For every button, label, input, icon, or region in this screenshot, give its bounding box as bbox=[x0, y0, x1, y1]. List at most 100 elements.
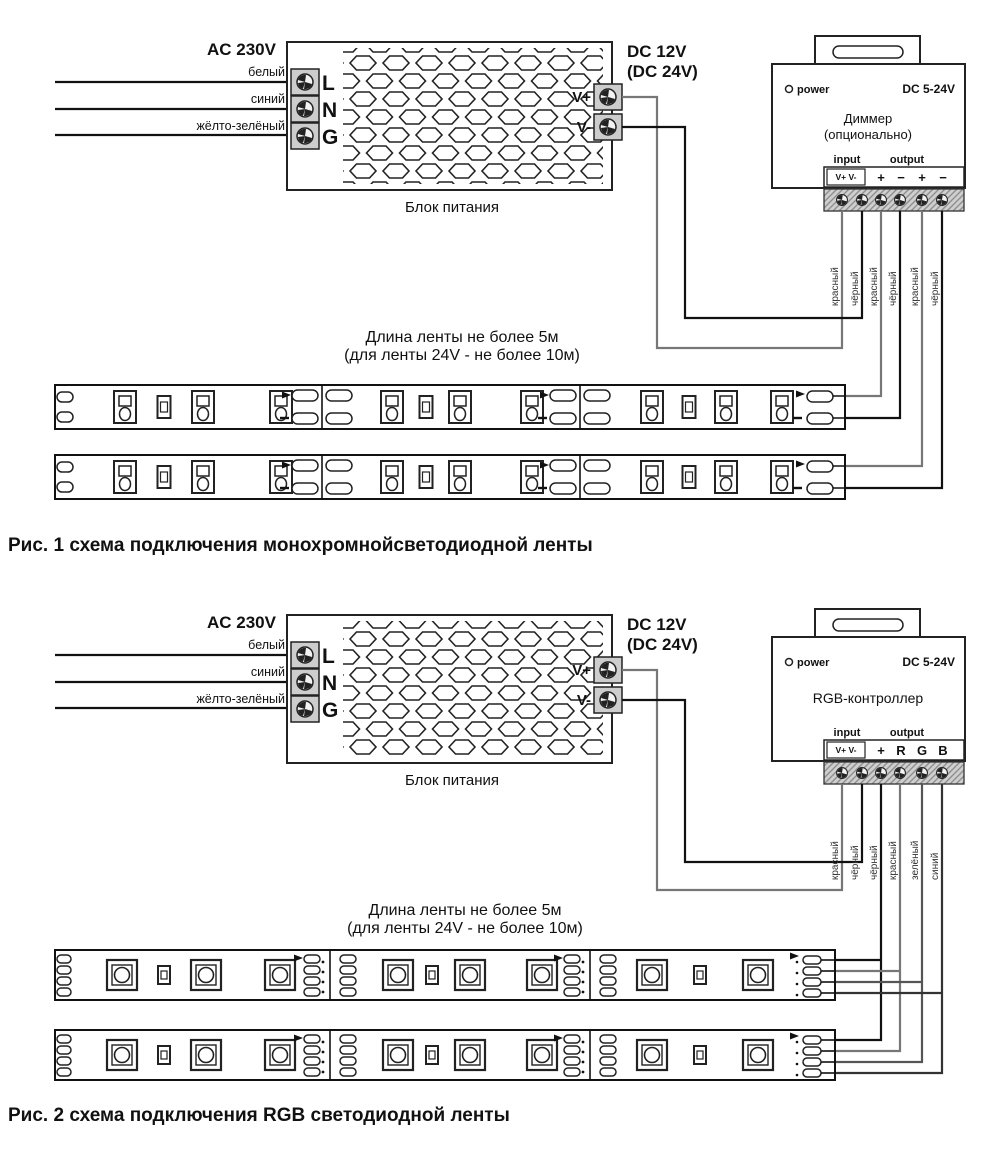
psu-name: Блок питания bbox=[405, 199, 499, 216]
power-led-icon-2 bbox=[784, 657, 794, 667]
terminal-N-screw-2 bbox=[291, 669, 319, 695]
controller-name: RGB-контроллер bbox=[813, 690, 924, 706]
terminal-N-label: N bbox=[322, 99, 337, 122]
input-label: input bbox=[834, 154, 861, 166]
out-term-R: R bbox=[896, 743, 906, 758]
figure-2-rgb-diagram: AC 230V белый синий жёлто-зелёный L N G … bbox=[8, 608, 966, 1126]
wire-label-yellow-green: жёлто-зелёный bbox=[196, 119, 285, 133]
strip-note-line2: (для ленты 24V - не более 10м) bbox=[344, 347, 580, 364]
terminal-G-label: G bbox=[322, 126, 338, 149]
dimmer-name: Диммер bbox=[844, 111, 892, 126]
dc-voltage-label-2: (DC 24V) bbox=[627, 62, 698, 81]
ac-input-wires bbox=[55, 80, 291, 137]
wire-color-2: чёрный bbox=[850, 271, 861, 306]
wire-out-blue bbox=[835, 784, 944, 1075]
power-label: power bbox=[797, 84, 830, 96]
wire-label-white: белый bbox=[248, 65, 285, 79]
dc-range-label-2: DC 5-24V bbox=[902, 655, 955, 669]
terminal-L-label-2: L bbox=[322, 645, 335, 668]
out-term-3: + bbox=[918, 170, 926, 185]
wire-color-6: чёрный bbox=[930, 271, 941, 306]
wire-color-1: красный bbox=[830, 267, 841, 306]
psu-vplus-screw-2 bbox=[594, 657, 622, 683]
dc-voltage-label-2b: (DC 24V) bbox=[627, 635, 698, 654]
figure2-caption: Рис. 2 схема подключения RGB светодиодно… bbox=[8, 1105, 510, 1126]
screw-terminal-block bbox=[823, 188, 965, 212]
psu-vplus-label-2: V+ bbox=[572, 662, 591, 679]
input-label-2: input bbox=[834, 727, 861, 739]
wire-color-4: чёрный bbox=[888, 271, 899, 306]
wire-color-2-5: зелёный bbox=[910, 841, 921, 880]
mono-led-strip-1 bbox=[54, 384, 846, 430]
rgb-controller-box: power DC 5-24V RGB-контроллер input outp… bbox=[771, 608, 966, 785]
dc-voltage-label-1: DC 12V bbox=[627, 42, 687, 61]
out-term-plus: + bbox=[877, 743, 885, 758]
wire-vplus-red bbox=[622, 95, 844, 350]
vent-grille bbox=[343, 48, 603, 184]
ac-voltage-label: AC 230V bbox=[207, 40, 277, 59]
figure-1-monochrome-diagram: AC 230V белый синий жёлто-зелёный L N G … bbox=[8, 35, 966, 556]
out-term-1: + bbox=[877, 170, 885, 185]
wire-vplus-red-2 bbox=[622, 668, 844, 892]
ac-voltage-label-2: AC 230V bbox=[207, 613, 277, 632]
terminal-G-screw-2 bbox=[291, 696, 319, 722]
wire-out4-black bbox=[845, 211, 944, 490]
terminal-N-screw bbox=[291, 96, 319, 122]
psu-vminus-label: V- bbox=[577, 119, 591, 136]
rgb-led-strip-2 bbox=[54, 1029, 836, 1081]
wire-label-blue-2: синий bbox=[251, 665, 285, 679]
strip-note-line1: Длина ленты не более 5м bbox=[366, 329, 559, 346]
wire-label-white-2: белый bbox=[248, 638, 285, 652]
out-term-G: G bbox=[917, 743, 927, 758]
vent-grille-2 bbox=[343, 621, 603, 757]
psu-vminus-label-2: V- bbox=[577, 692, 591, 709]
wire-vminus-black bbox=[622, 125, 864, 320]
wire-out-green bbox=[835, 784, 924, 1064]
screw-terminal-block-2 bbox=[823, 761, 965, 785]
wire-color-2-1: красный bbox=[830, 841, 841, 880]
out-term-B: B bbox=[938, 743, 947, 758]
dimmer-box: power DC 5-24V Диммер (опционально) inpu… bbox=[771, 35, 966, 212]
output-label: output bbox=[890, 154, 925, 166]
wire-label-yellow-green-2: жёлто-зелёный bbox=[196, 692, 285, 706]
strip-note2-line2: (для ленты 24V - не более 10м) bbox=[347, 920, 583, 937]
wire-color-2-4: красный bbox=[888, 841, 899, 880]
power-supply-box-2: L N G V+ V- Блок питания bbox=[286, 614, 622, 789]
terminal-L-label: L bbox=[322, 72, 335, 95]
psu-vminus-screw bbox=[594, 114, 622, 140]
out-term-4: − bbox=[939, 170, 947, 185]
wire-color-2-3: чёрный bbox=[869, 845, 880, 880]
terminal-G-label-2: G bbox=[322, 699, 338, 722]
terminal-G-screw bbox=[291, 123, 319, 149]
psu-vplus-screw bbox=[594, 84, 622, 110]
wire-out3-red bbox=[845, 211, 924, 468]
dimmer-optional: (опционально) bbox=[824, 127, 912, 142]
wire-label-blue: синий bbox=[251, 92, 285, 106]
power-led-icon bbox=[784, 84, 794, 94]
psu-vplus-label: V+ bbox=[572, 89, 591, 106]
wire-color-5: красный bbox=[910, 267, 921, 306]
wire-vminus-black-2 bbox=[622, 698, 864, 864]
wire-out-common-black bbox=[835, 784, 883, 1042]
psu-vminus-screw-2 bbox=[594, 687, 622, 713]
psu-name-2: Блок питания bbox=[405, 772, 499, 789]
figure1-caption: Рис. 1 схема подключения монохромнойсвет… bbox=[8, 535, 593, 556]
wire-out1-red bbox=[845, 211, 883, 398]
terminal-L-screw bbox=[291, 69, 319, 95]
input-terminals-label: V+ V- bbox=[835, 172, 856, 182]
wire-color-2-6: синий bbox=[930, 853, 941, 880]
terminal-N-label-2: N bbox=[322, 672, 337, 695]
wire-out2-black bbox=[845, 211, 902, 420]
mounting-slot bbox=[832, 45, 904, 59]
strip-note2-line1: Длина ленты не более 5м bbox=[369, 902, 562, 919]
output-label-2: output bbox=[890, 727, 925, 739]
rgb-led-strip-1 bbox=[54, 949, 836, 1001]
terminal-L-screw-2 bbox=[291, 642, 319, 668]
wire-color-2-2: чёрный bbox=[850, 845, 861, 880]
mono-led-strip-2 bbox=[54, 454, 846, 500]
power-label-2: power bbox=[797, 657, 830, 669]
ac-input-wires-2 bbox=[55, 653, 291, 710]
wire-color-3: красный bbox=[869, 267, 880, 306]
